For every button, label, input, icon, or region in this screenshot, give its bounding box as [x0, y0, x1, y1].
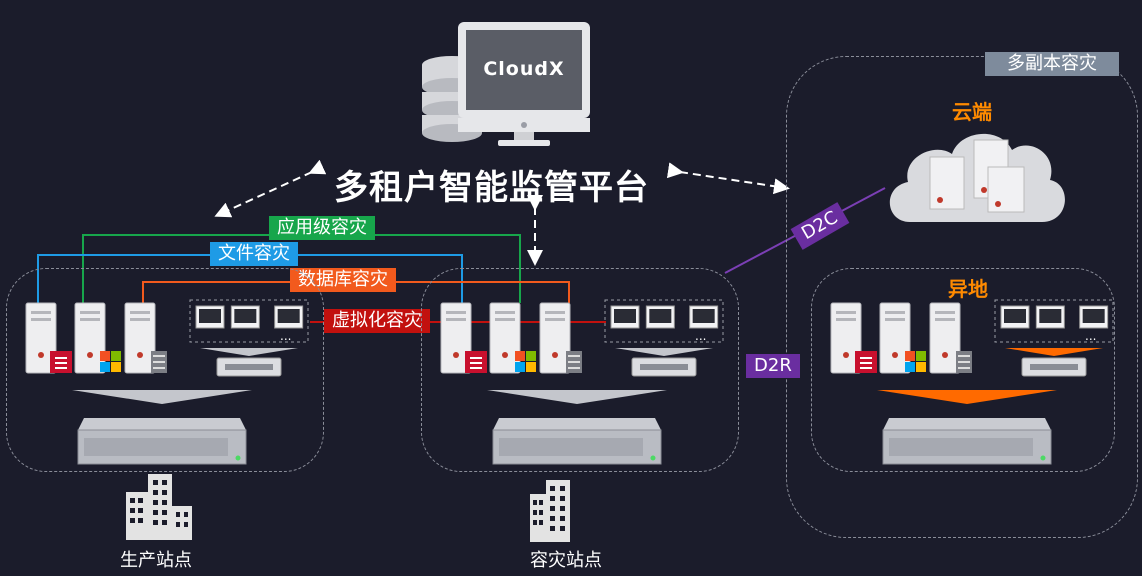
- windows-logo-icon: [905, 351, 915, 361]
- remote-title: 异地: [948, 277, 988, 301]
- dr-site-box: [421, 268, 739, 472]
- vm-group-box: [994, 299, 1114, 343]
- vm-group-box: [189, 299, 309, 343]
- svg-text:CloudX: CloudX: [483, 58, 564, 80]
- platform-arrow-left: [214, 159, 327, 218]
- funnel-arrow: [1005, 348, 1103, 356]
- production-site-label: 生产站点: [120, 550, 192, 571]
- tag-file-dr: 文件容灾: [210, 242, 298, 266]
- funnel-arrow: [615, 348, 713, 356]
- tag-multi-copy: 多副本容灾: [985, 52, 1119, 76]
- platform-arrow-right: [666, 162, 790, 195]
- storage-array-icon: [883, 418, 1051, 430]
- building-icon: [530, 480, 570, 542]
- multi-copy-box: [786, 56, 1138, 538]
- tag-app-dr: 应用级容灾: [269, 216, 375, 240]
- remote-site-box: [811, 268, 1115, 472]
- more-ellipsis: ...: [1085, 329, 1096, 343]
- funnel-arrow: [200, 348, 298, 356]
- building-icon: [126, 474, 192, 540]
- platform-title: 多租户智能监管平台: [334, 168, 649, 208]
- tag-d2r: D2R: [746, 354, 800, 378]
- production-site-box: [6, 268, 324, 472]
- windows-logo-icon: [515, 351, 525, 361]
- cloud-icon: [889, 133, 1065, 222]
- funnel-arrow: [877, 390, 1057, 404]
- more-ellipsis: ...: [695, 329, 706, 343]
- windows-logo-icon: [100, 351, 110, 361]
- vm-group-box: [604, 299, 724, 343]
- storage-array-icon: [493, 418, 661, 430]
- cloud-title: 云端: [952, 100, 992, 124]
- funnel-arrow: [487, 390, 667, 404]
- more-ellipsis: ...: [280, 329, 291, 343]
- cloudx-monitor-icon: CloudX: [422, 22, 590, 146]
- tag-virt-dr: 虚拟化容灾: [324, 309, 430, 333]
- funnel-arrow: [72, 390, 252, 404]
- dr-site-label: 容灾站点: [530, 550, 602, 571]
- storage-array-icon: [78, 418, 246, 430]
